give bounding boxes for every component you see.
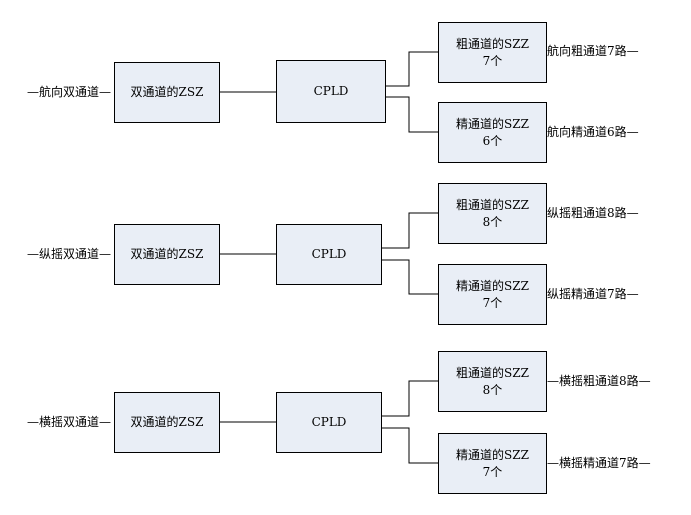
group-3-fine-box: 精通道的SZZ 7个 bbox=[438, 433, 547, 494]
group-2-fine-count: 7个 bbox=[482, 295, 503, 310]
group-2-fine-box: 精通道的SZZ 7个 bbox=[438, 264, 547, 325]
group-3-cpld-box: CPLD bbox=[276, 392, 382, 453]
group-1-fine-title: 精通道的SZZ bbox=[456, 116, 529, 131]
group-3-coarse-title: 粗通道的SZZ bbox=[456, 365, 529, 380]
group-2-coarse-box: 粗通道的SZZ 8个 bbox=[438, 183, 547, 244]
group-2-coarse-output: 纵摇粗通道8路— bbox=[547, 206, 639, 220]
group-2-fine-output: 纵摇精通道7路— bbox=[547, 287, 639, 301]
group-1-input-label: —航向双通道— bbox=[27, 85, 112, 99]
group-1-coarse-output: 航向粗通道7路— bbox=[547, 44, 639, 58]
group-2-zsz-box: 双通道的ZSZ bbox=[114, 224, 220, 285]
group-2-input-label: —纵摇双通道— bbox=[27, 247, 112, 261]
group-3-fine-output: —横摇精通道7路— bbox=[547, 456, 651, 470]
group-3-fine-title: 精通道的SZZ bbox=[456, 447, 529, 462]
group-1-coarse-title: 粗通道的SZZ bbox=[456, 36, 529, 51]
group-1-coarse-count: 7个 bbox=[482, 53, 503, 68]
group-3-cpld-label: CPLD bbox=[311, 415, 347, 429]
group-2-zsz-label: 双通道的ZSZ bbox=[130, 247, 204, 261]
group-1-zsz-label: 双通道的ZSZ bbox=[130, 85, 204, 99]
group-1-connectors bbox=[220, 51, 438, 133]
group-1-coarse-box: 粗通道的SZZ 7个 bbox=[438, 22, 547, 83]
group-3-input-label: —横摇双通道— bbox=[27, 415, 112, 429]
group-1-cpld-label: CPLD bbox=[313, 84, 349, 98]
group-2-cpld-label: CPLD bbox=[311, 247, 347, 261]
group-3-fine-count: 7个 bbox=[482, 464, 503, 479]
group-1-fine-count: 6个 bbox=[482, 133, 503, 148]
group-1-fine-output: 航向精通道6路— bbox=[547, 125, 639, 139]
group-3-zsz-box: 双通道的ZSZ bbox=[114, 392, 220, 453]
group-2-cpld-box: CPLD bbox=[276, 224, 382, 285]
group-3-coarse-output: —横摇粗通道8路— bbox=[547, 374, 651, 388]
group-3-zsz-label: 双通道的ZSZ bbox=[130, 415, 204, 429]
group-1-cpld-box: CPLD bbox=[276, 60, 386, 123]
group-3-connectors bbox=[220, 380, 438, 464]
group-3-coarse-box: 粗通道的SZZ 8个 bbox=[438, 351, 547, 412]
group-2-coarse-title: 粗通道的SZZ bbox=[456, 197, 529, 212]
group-1-zsz-box: 双通道的ZSZ bbox=[114, 62, 220, 123]
group-3-coarse-count: 8个 bbox=[482, 382, 503, 397]
group-1-fine-box: 精通道的SZZ 6个 bbox=[438, 102, 547, 163]
group-2-coarse-count: 8个 bbox=[482, 214, 503, 229]
group-2-connectors bbox=[220, 212, 438, 295]
group-2-fine-title: 精通道的SZZ bbox=[456, 278, 529, 293]
